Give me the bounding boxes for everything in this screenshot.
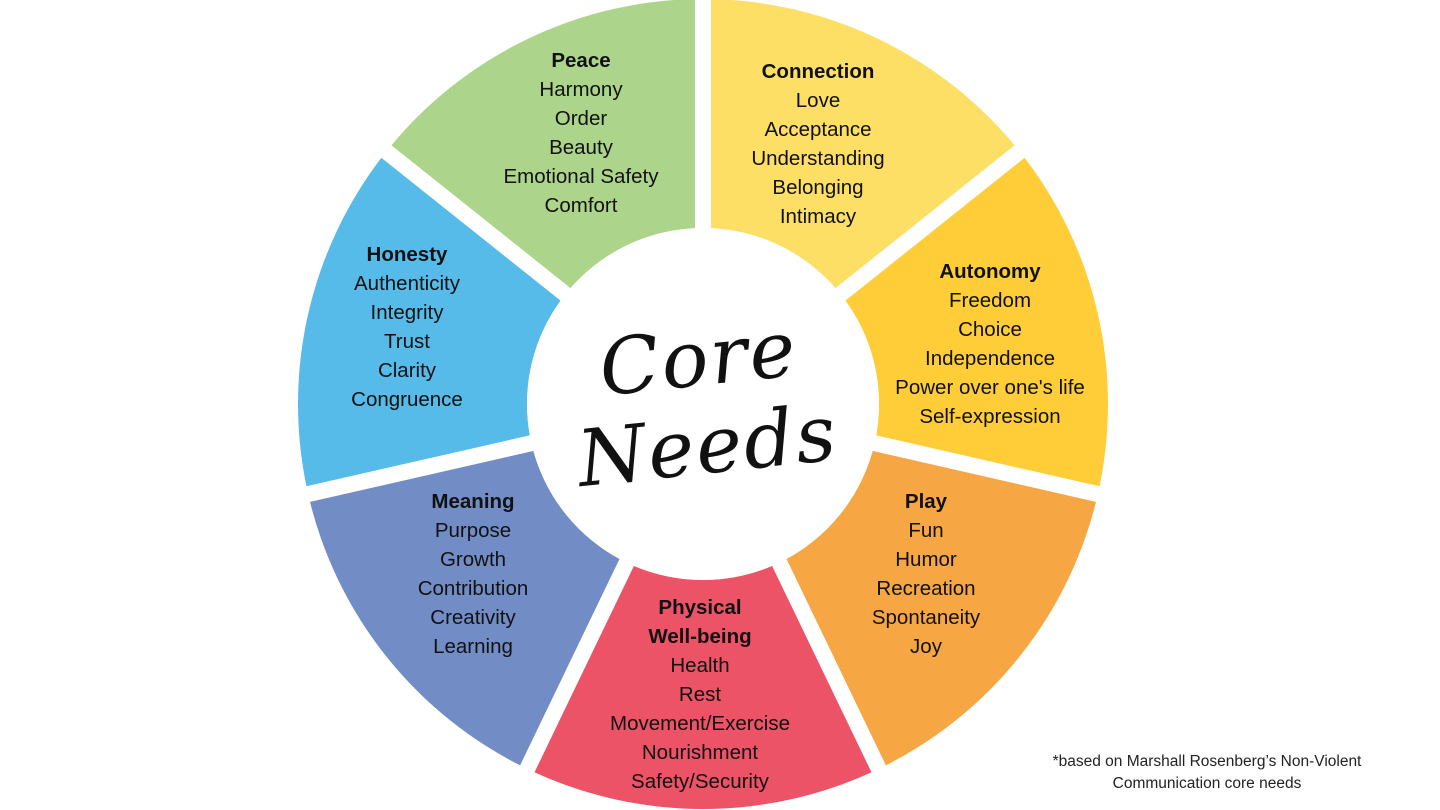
need-item: Recreation bbox=[876, 577, 976, 600]
segment-title: Play bbox=[904, 490, 948, 513]
segment-title: Connection bbox=[761, 60, 875, 83]
need-item: Acceptance bbox=[764, 118, 872, 141]
need-item: Spontaneity bbox=[871, 606, 981, 629]
need-item: Belonging bbox=[772, 176, 864, 199]
need-item: Order bbox=[554, 107, 608, 130]
need-item: Harmony bbox=[539, 78, 623, 101]
segment-honesty bbox=[297, 151, 566, 495]
need-item: Growth bbox=[439, 548, 507, 571]
need-item: Comfort bbox=[544, 194, 618, 217]
need-item: Contribution bbox=[417, 577, 529, 600]
need-item: Emotional Safety bbox=[503, 165, 659, 188]
need-item: Congruence bbox=[351, 388, 463, 411]
need-item: Purpose bbox=[434, 519, 512, 542]
need-item: Choice bbox=[958, 318, 1022, 341]
footnote-line2: Communication core needs bbox=[1112, 775, 1302, 792]
need-item: Understanding bbox=[751, 147, 885, 170]
footnote: *based on Marshall Rosenberg’s Non-Viole… bbox=[1053, 751, 1362, 795]
segment-autonomy bbox=[840, 151, 1109, 495]
need-item: Power over one's life bbox=[895, 376, 1085, 399]
segment-title: Honesty bbox=[366, 243, 448, 266]
need-item: Nourishment bbox=[641, 741, 759, 764]
segment-title: Well-being bbox=[648, 625, 752, 648]
segment-peace bbox=[386, 0, 703, 295]
segment-title: Physical bbox=[658, 596, 742, 619]
need-item: Authenticity bbox=[354, 272, 460, 295]
need-item: Independence bbox=[925, 347, 1055, 370]
need-item: Love bbox=[795, 89, 841, 112]
need-item: Creativity bbox=[430, 606, 516, 629]
need-item: Health bbox=[670, 654, 730, 677]
need-item: Integrity bbox=[370, 301, 444, 324]
need-item: Movement/Exercise bbox=[609, 712, 791, 735]
need-item: Intimacy bbox=[779, 205, 857, 228]
segment-title: Peace bbox=[551, 49, 611, 72]
need-item: Learning bbox=[433, 635, 513, 658]
footnote-line1: *based on Marshall Rosenberg’s Non-Viole… bbox=[1052, 753, 1362, 770]
segment-connection bbox=[703, 0, 1020, 295]
segment-meaning bbox=[308, 443, 627, 769]
need-item: Safety/Security bbox=[631, 770, 769, 793]
need-item: Joy bbox=[910, 635, 942, 658]
need-item: Beauty bbox=[549, 136, 613, 159]
need-item: Humor bbox=[895, 548, 957, 571]
segment-physical-well-being bbox=[527, 562, 879, 809]
need-item: Self-expression bbox=[919, 405, 1061, 428]
center-circle bbox=[527, 228, 879, 580]
segment-title: Autonomy bbox=[939, 260, 1041, 283]
need-item: Trust bbox=[384, 330, 430, 353]
need-item: Fun bbox=[908, 519, 944, 542]
segment-play bbox=[779, 443, 1098, 769]
need-item: Rest bbox=[678, 683, 722, 706]
center-title: Core Needs bbox=[564, 302, 842, 505]
need-item: Clarity bbox=[377, 359, 437, 382]
need-item: Freedom bbox=[948, 289, 1032, 312]
segment-title: Meaning bbox=[431, 490, 515, 513]
